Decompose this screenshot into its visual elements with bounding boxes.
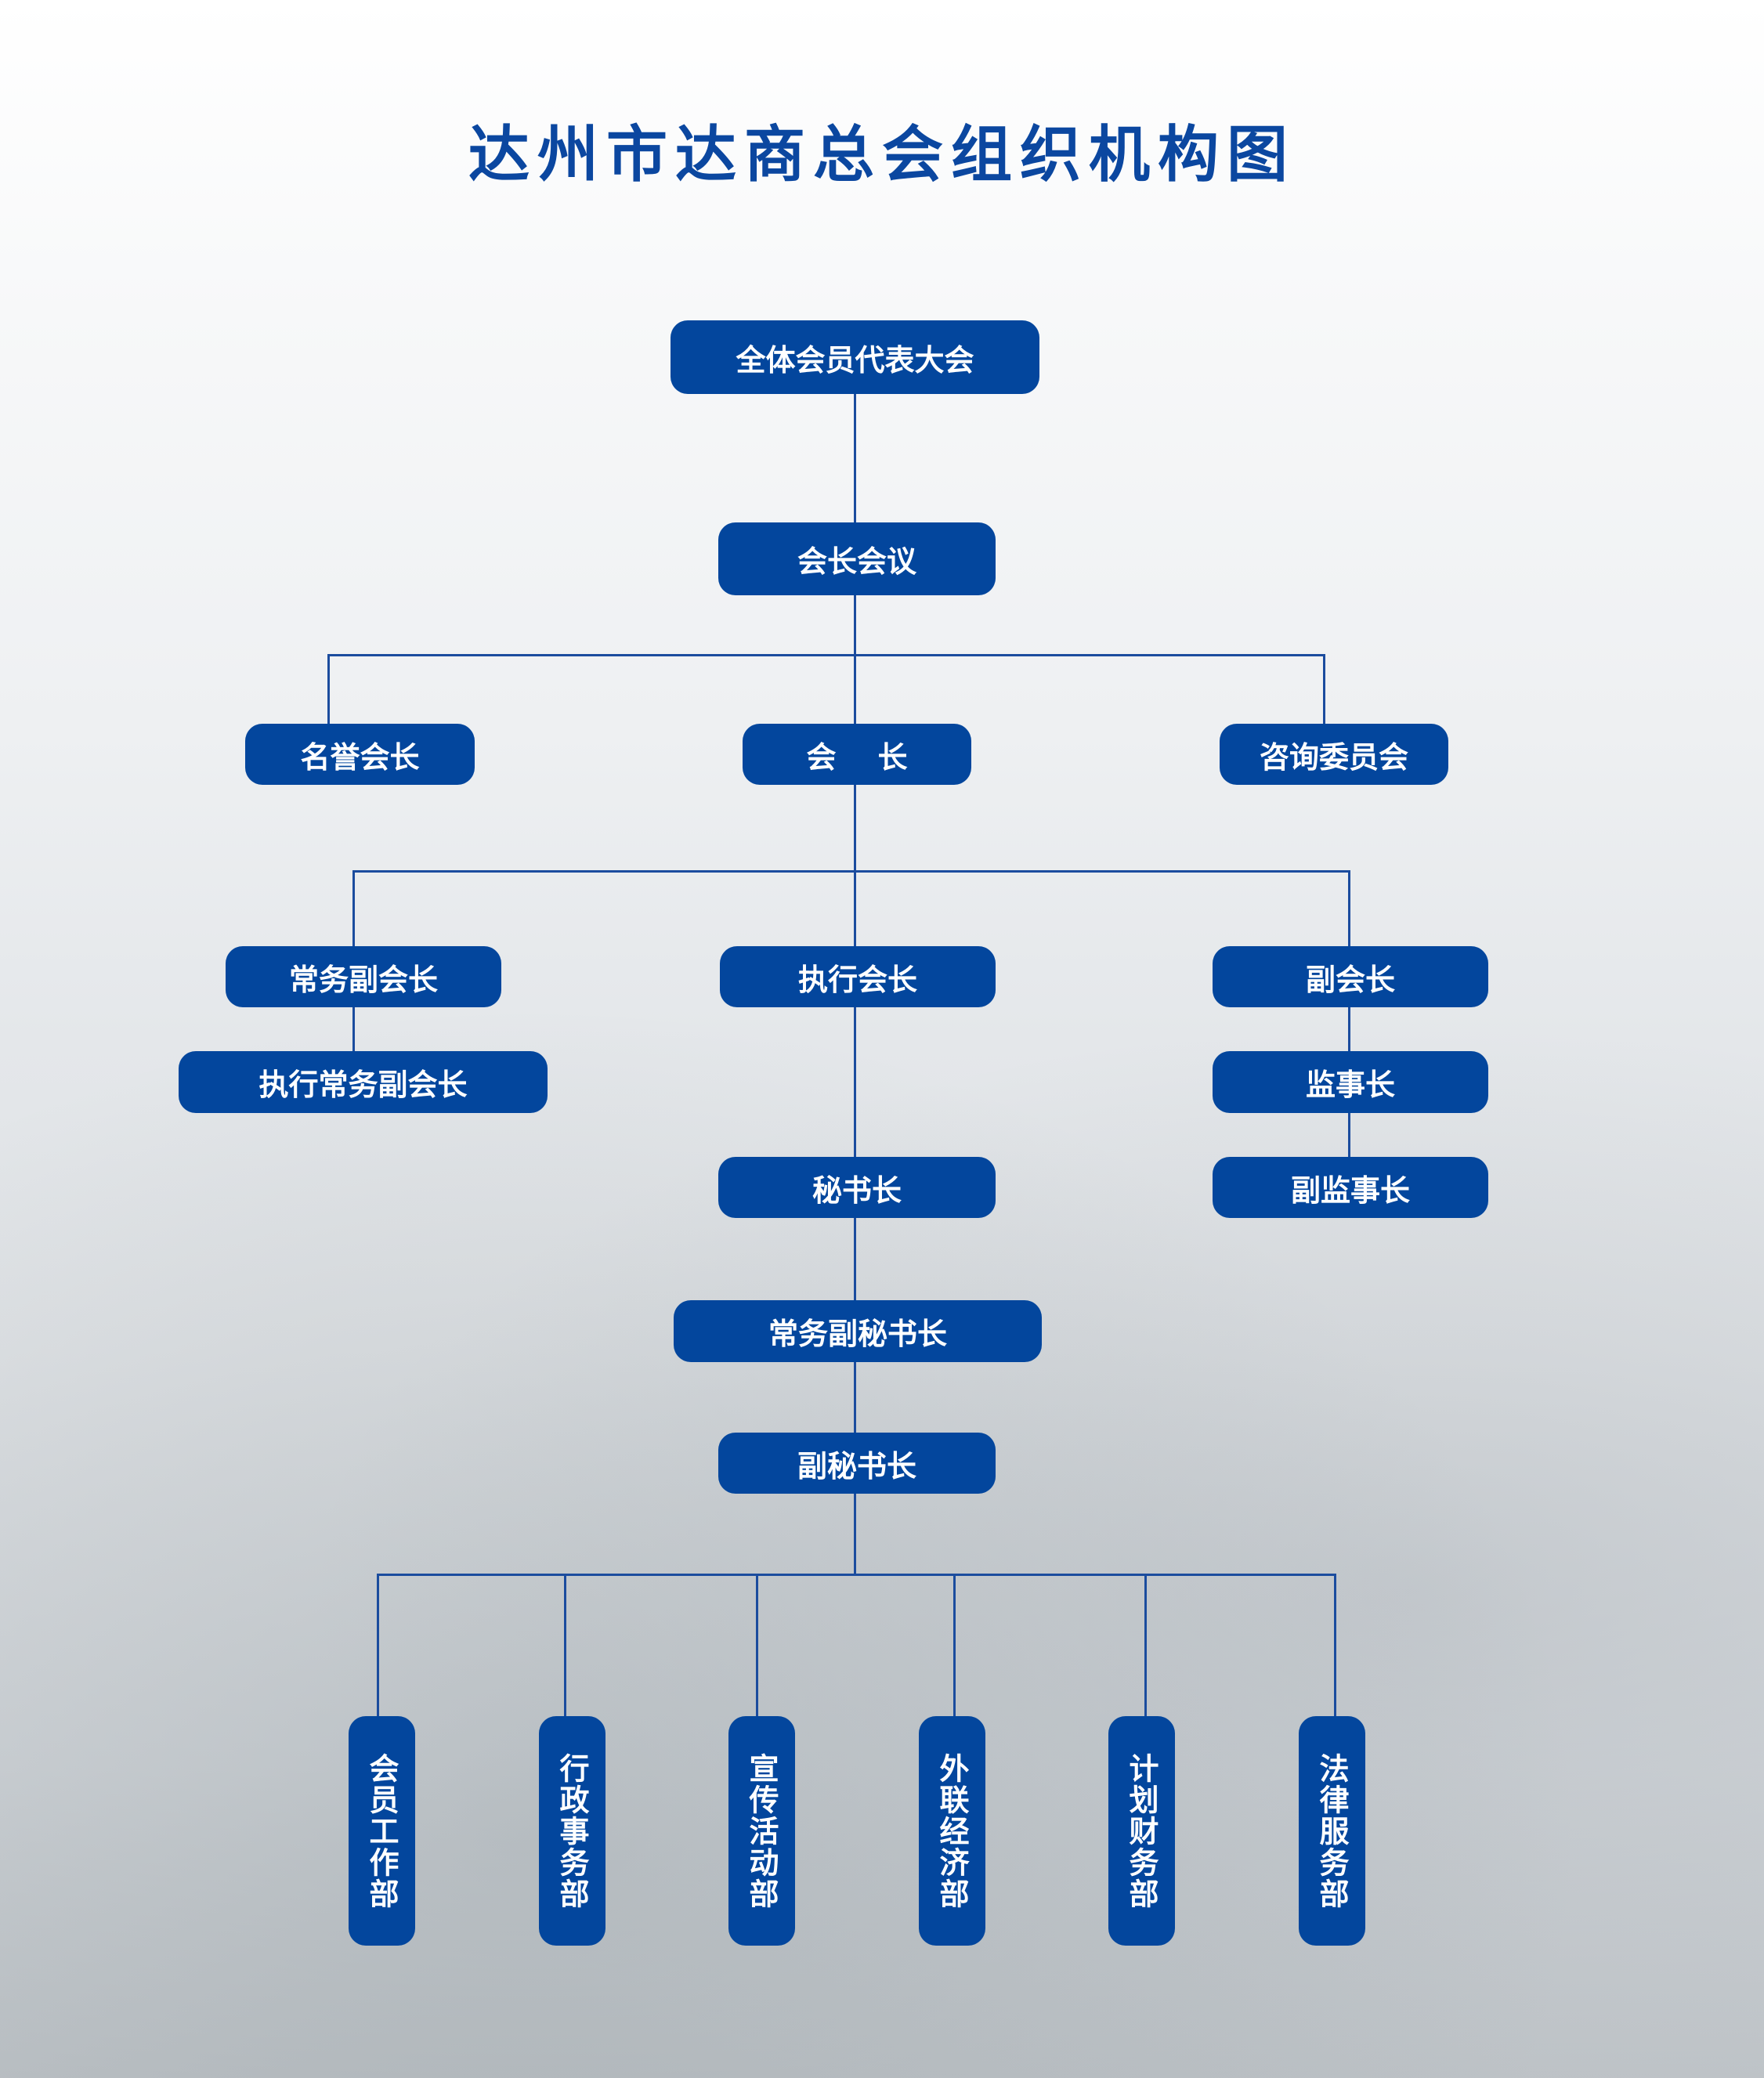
node-advisory-committee: 咨询委员会 <box>1220 724 1448 785</box>
node-vice-president: 副会长 <box>1213 946 1488 1007</box>
node-standing-vice-president: 常务副会长 <box>226 946 501 1007</box>
connector <box>1348 870 1350 1158</box>
dept-publicity: 宣传活动部 <box>728 1716 795 1946</box>
dept-membership: 会员工作部 <box>349 1716 415 1946</box>
connector <box>377 1574 379 1717</box>
dept-legal: 法律服务部 <box>1299 1716 1365 1946</box>
connector <box>327 654 330 725</box>
connector <box>327 654 1325 656</box>
node-supervisor: 监事长 <box>1213 1051 1488 1113</box>
dept-administration: 行政事务部 <box>539 1716 605 1946</box>
connector <box>352 870 1350 873</box>
node-secretary-general: 秘书长 <box>718 1157 996 1218</box>
dept-finance: 计划财务部 <box>1108 1716 1175 1946</box>
connector <box>378 1574 1336 1576</box>
node-president: 会 长 <box>743 724 971 785</box>
node-executive-president: 执行会长 <box>720 946 996 1007</box>
node-assembly: 全体会员代表大会 <box>671 320 1039 394</box>
connector <box>1144 1574 1147 1717</box>
page-title: 达州市达商总会组织机构图 <box>468 119 1296 190</box>
node-deputy-secretary: 副秘书长 <box>718 1433 996 1494</box>
connector <box>953 1574 956 1717</box>
node-vice-supervisor: 副监事长 <box>1213 1157 1488 1218</box>
connector <box>756 1574 758 1717</box>
node-honorary-president: 名誉会长 <box>245 724 475 785</box>
connector <box>564 1574 566 1717</box>
node-exec-standing-vp: 执行常务副会长 <box>179 1051 548 1113</box>
connector <box>1334 1574 1336 1717</box>
node-president-meeting: 会长会议 <box>718 522 996 595</box>
connector <box>1323 654 1325 725</box>
node-standing-deputy-secretary: 常务副秘书长 <box>674 1300 1042 1362</box>
dept-external-economy: 外联经济部 <box>919 1716 985 1946</box>
